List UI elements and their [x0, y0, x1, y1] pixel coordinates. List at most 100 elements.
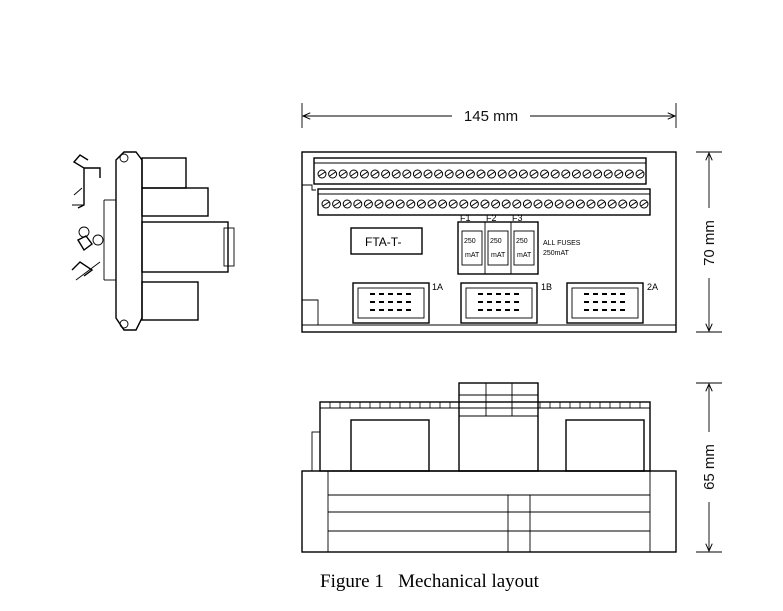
fuse-holders: F1 F2 F3 250 mAT 250 mAT 250 mAT ALL FUS…	[457, 213, 581, 275]
terminal-screw	[529, 169, 539, 179]
fuse-f1-unit: mAT	[465, 252, 480, 259]
terminal-screw	[476, 169, 486, 179]
connector-pin	[611, 293, 616, 295]
connector-pin	[388, 309, 393, 311]
connector-header	[460, 282, 538, 324]
depth-dimension: 65 mm	[696, 382, 722, 553]
connector-pin	[487, 293, 492, 295]
connector-pin	[584, 293, 589, 295]
board-outline	[301, 151, 677, 333]
connector-pin	[505, 301, 510, 303]
connector-pin	[620, 301, 625, 303]
connector-1b-label: 1B	[541, 282, 552, 292]
connector-pin	[620, 293, 625, 295]
terminal-screw	[332, 199, 342, 209]
height-dimension-label: 70 mm	[701, 220, 718, 266]
fuse-note-line2: 250mAT	[543, 250, 570, 257]
terminal-screw	[639, 199, 649, 209]
terminal-screw	[597, 199, 607, 209]
connector-pin	[611, 301, 616, 303]
terminal-screw	[370, 169, 380, 179]
terminal-screw	[338, 169, 348, 179]
terminal-screw	[518, 169, 528, 179]
connector-pin	[487, 309, 492, 311]
connector-pin	[478, 309, 483, 311]
connector-pin	[370, 301, 375, 303]
width-dimension: 145 mm	[301, 103, 677, 128]
terminal-screw	[497, 169, 507, 179]
fuse-f3-rating: 250	[516, 238, 528, 245]
terminal-screw	[391, 169, 401, 179]
terminal-screw	[402, 169, 412, 179]
terminal-screw	[385, 199, 395, 209]
terminal-screw	[487, 169, 497, 179]
terminal-screw	[586, 199, 596, 209]
terminal-screw	[469, 199, 479, 209]
terminal-screw	[321, 199, 331, 209]
terminal-screw	[455, 169, 465, 179]
terminal-screw	[540, 169, 550, 179]
connector-pin	[505, 309, 510, 311]
terminal-screw	[465, 169, 475, 179]
terminal-screw	[575, 199, 585, 209]
connector-pin	[370, 293, 375, 295]
connector-pin	[397, 309, 402, 311]
terminal-screw	[459, 199, 469, 209]
connector-pin	[370, 309, 375, 311]
terminal-screw	[427, 199, 437, 209]
terminal-screw	[374, 199, 384, 209]
top-view: FTA-T- F1 F2 F3 250 mAT 250 mAT 250 mAT …	[301, 151, 677, 333]
terminal-screw	[603, 169, 613, 179]
connector-pin	[397, 293, 402, 295]
terminal-screw	[635, 169, 645, 179]
fuse-f2-unit: mAT	[491, 252, 506, 259]
terminal-screw	[550, 169, 560, 179]
connector-pin	[620, 309, 625, 311]
height-dimension: 70 mm	[696, 151, 722, 333]
connector-pin	[478, 301, 483, 303]
terminal-screw	[416, 199, 426, 209]
connector-pin	[406, 309, 411, 311]
connector-pin	[514, 309, 519, 311]
terminal-screw	[522, 199, 532, 209]
board-label: FTA-T-	[365, 235, 401, 249]
connector-pin	[379, 309, 384, 311]
terminal-screw	[342, 199, 352, 209]
connector-pin	[379, 301, 384, 303]
side-view	[71, 151, 235, 331]
width-dimension-label: 145 mm	[464, 108, 518, 125]
terminal-block-upper	[313, 157, 647, 190]
connector-pin	[487, 301, 492, 303]
connector-pin	[388, 301, 393, 303]
terminal-screw	[423, 169, 433, 179]
terminal-screw	[582, 169, 592, 179]
base-outline	[301, 470, 677, 553]
depth-dimension-label: 65 mm	[701, 444, 718, 490]
connector-pin	[496, 301, 501, 303]
terminal-screw	[480, 199, 490, 209]
connector-pin	[514, 301, 519, 303]
terminal-screw	[412, 169, 422, 179]
connector-pin	[593, 309, 598, 311]
fuse-f2-rating: 250	[490, 238, 502, 245]
fuse-note-line1: ALL FUSES	[543, 240, 581, 247]
terminal-screw	[406, 199, 416, 209]
connector-header	[566, 282, 644, 324]
terminal-screw	[363, 199, 373, 209]
fuse-f1-label: F1	[460, 213, 471, 223]
terminal-screw	[444, 169, 454, 179]
connector-1a-label: 1A	[432, 282, 443, 292]
terminal-screw	[395, 199, 405, 209]
connector-pin	[496, 309, 501, 311]
terminal-screw	[359, 169, 369, 179]
terminal-block-lower	[317, 188, 651, 216]
board-label-box: FTA-T-	[350, 227, 423, 255]
terminal-screw	[512, 199, 522, 209]
connector-pin	[496, 293, 501, 295]
terminal-screw	[628, 199, 638, 209]
terminal-screw	[434, 169, 444, 179]
terminal-screw	[448, 199, 458, 209]
terminal-screw	[554, 199, 564, 209]
terminal-screw	[571, 169, 581, 179]
